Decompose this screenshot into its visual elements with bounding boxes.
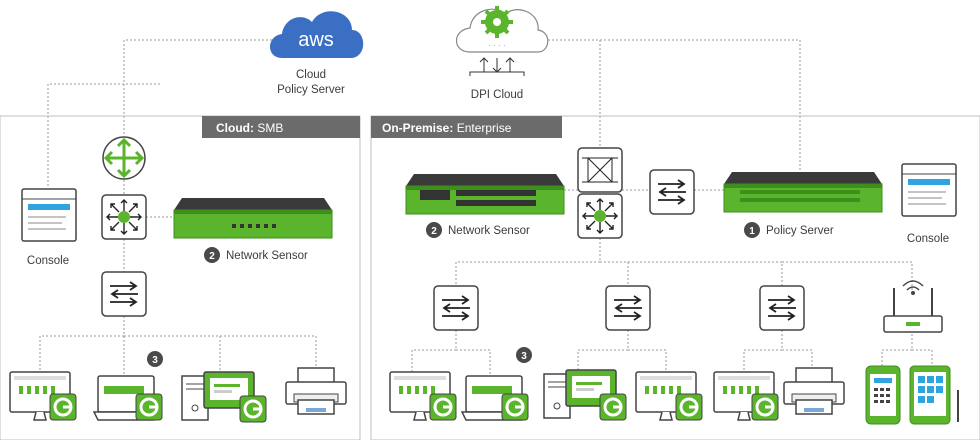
onprem-enterprise-header: [371, 116, 562, 138]
switch-icon: [759, 285, 805, 331]
svg-text:2: 2: [431, 226, 437, 237]
switch-icon: [101, 271, 147, 317]
sensor-ports-right: [420, 190, 536, 206]
console-icon: [901, 163, 957, 217]
onprem-enterprise-section: [370, 115, 980, 440]
policy-server-label: Policy Server: [766, 225, 834, 237]
badge-2-left: [204, 247, 220, 263]
network-sensor-left-label: Network Sensor: [226, 250, 308, 262]
badge-3-left: [147, 351, 163, 367]
switch-icon: [649, 169, 695, 215]
onprem-header-rest: Enterprise: [453, 121, 511, 135]
agent-badge-icon: [500, 392, 530, 422]
aws-logo-text: aws: [298, 29, 334, 51]
switch-icon: [605, 285, 651, 331]
agent-badge-icon: [750, 392, 780, 422]
router-icon: [102, 136, 146, 180]
svg-text:Cloud: SMB: Cloud: SMB: [216, 121, 283, 135]
network-sensor-appliance: [173, 197, 333, 239]
onprem-header-bold: On-Premise:: [382, 121, 453, 135]
svg-text:3: 3: [521, 351, 527, 362]
core-switch-icon: [577, 193, 623, 239]
left-connections: [39, 180, 317, 376]
core-switch-icon: [577, 147, 623, 193]
tablet-icon: [909, 365, 959, 425]
cloud-policy-server-label-2: Policy Server: [277, 84, 345, 96]
cloud-header-rest: SMB: [254, 121, 283, 135]
wifi-router-icon: [883, 280, 943, 333]
cloud-smb-section: [0, 115, 361, 440]
badge-3-right: [516, 347, 532, 363]
svg-text:· · · ·: · · · ·: [488, 41, 505, 50]
aws-cloud-icon: aws: [270, 11, 364, 58]
badge-2-right: [426, 222, 442, 238]
right-connections: [411, 189, 933, 376]
svg-text:3: 3: [152, 355, 158, 366]
console-left-label: Console: [27, 255, 69, 267]
core-switch-icon: [101, 194, 147, 240]
agent-badge-icon: [674, 392, 704, 422]
policy-server-appliance: [723, 171, 883, 213]
badge-1: [744, 222, 760, 238]
switch-icon: [433, 285, 479, 331]
cloud-smb-header: [202, 116, 360, 138]
svg-text:1: 1: [749, 226, 755, 237]
top-connections: [47, 39, 801, 186]
cloud-header-bold: Cloud:: [216, 121, 254, 135]
agent-badge-icon: [598, 392, 628, 422]
phone-icon: [865, 365, 901, 425]
agent-badge-icon: [238, 394, 268, 424]
dpi-cloud-label: DPI Cloud: [471, 89, 523, 101]
agent-badge-icon: [428, 392, 458, 422]
agent-badge-icon: [134, 392, 164, 422]
sensor-ports: [232, 224, 276, 228]
svg-text:2: 2: [209, 251, 215, 262]
console-icon: [21, 188, 77, 242]
printer-icon: [285, 367, 347, 415]
console-right-label: Console: [907, 233, 949, 245]
printer-icon: [783, 367, 845, 415]
svg-text:On-Premise: Enterprise: On-Premise: Enterprise: [382, 121, 512, 135]
dpi-cloud-icon: · · · ·: [455, 6, 549, 76]
agent-badge-icon: [48, 392, 78, 422]
cloud-policy-server-label-1: Cloud: [296, 69, 326, 81]
network-sensor-right-label: Network Sensor: [448, 225, 530, 237]
